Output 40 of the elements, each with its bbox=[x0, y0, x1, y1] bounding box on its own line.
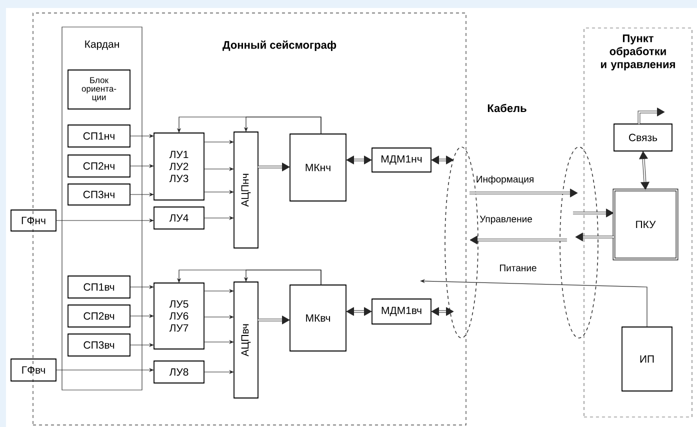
edge-label: Информация bbox=[474, 174, 536, 186]
arrow bbox=[638, 108, 665, 124]
arrow bbox=[431, 156, 454, 164]
block-box: ЛУ5 ЛУ6 ЛУ7 bbox=[154, 282, 204, 350]
block-box: МДМ1нч bbox=[372, 148, 432, 172]
block-box: СП1нч bbox=[68, 124, 130, 148]
arrow bbox=[346, 156, 372, 164]
arrow bbox=[258, 162, 290, 172]
block-box: ПКУ bbox=[612, 188, 678, 260]
cable-ellipse bbox=[444, 146, 478, 338]
adc-box: АЦПвч bbox=[234, 282, 258, 398]
block-box: МКвч bbox=[290, 284, 346, 352]
block-box: СП3нч bbox=[68, 184, 130, 206]
arrow bbox=[573, 208, 614, 218]
arrow bbox=[258, 316, 290, 324]
block-box: СП2вч bbox=[68, 304, 130, 328]
block-box: Связь bbox=[614, 124, 672, 152]
edge-label: Питание bbox=[498, 264, 538, 272]
block-box: СП2нч bbox=[68, 154, 130, 178]
block-box: МДМ1вч bbox=[372, 298, 432, 324]
cable-ellipse bbox=[560, 146, 598, 338]
block-box: МКнч bbox=[290, 134, 346, 202]
block-box: СП1вч bbox=[68, 276, 130, 298]
block-box: ЛУ8 bbox=[154, 360, 204, 384]
block-box: Блок ориента-ции bbox=[68, 70, 130, 110]
block-box: ГФнч bbox=[10, 210, 56, 232]
block-box: ЛУ4 bbox=[154, 206, 204, 230]
block-box: ЛУ1 ЛУ2 ЛУ3 bbox=[154, 132, 204, 200]
block-box: СП3вч bbox=[68, 334, 130, 356]
block-box: ИП bbox=[622, 326, 672, 392]
arrow bbox=[470, 188, 578, 198]
edge-label: Управление bbox=[478, 214, 534, 226]
arrow bbox=[639, 151, 650, 190]
arrow bbox=[470, 236, 567, 244]
adc-box: АЦПнч bbox=[234, 132, 258, 248]
arrow bbox=[431, 307, 454, 316]
cable-label: Кабель bbox=[488, 104, 526, 112]
block-box: ГФвч bbox=[10, 358, 56, 382]
arrow bbox=[346, 307, 372, 316]
arrow bbox=[575, 232, 614, 242]
